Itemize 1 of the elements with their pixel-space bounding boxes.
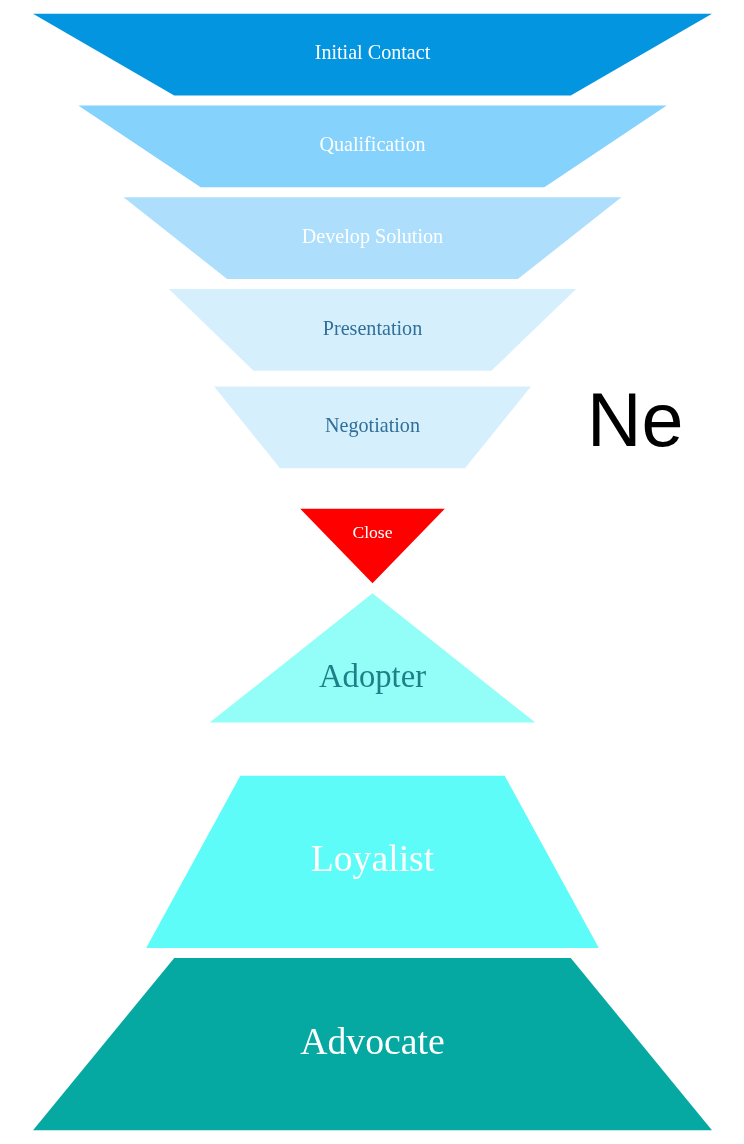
label: Ne [586,378,683,463]
